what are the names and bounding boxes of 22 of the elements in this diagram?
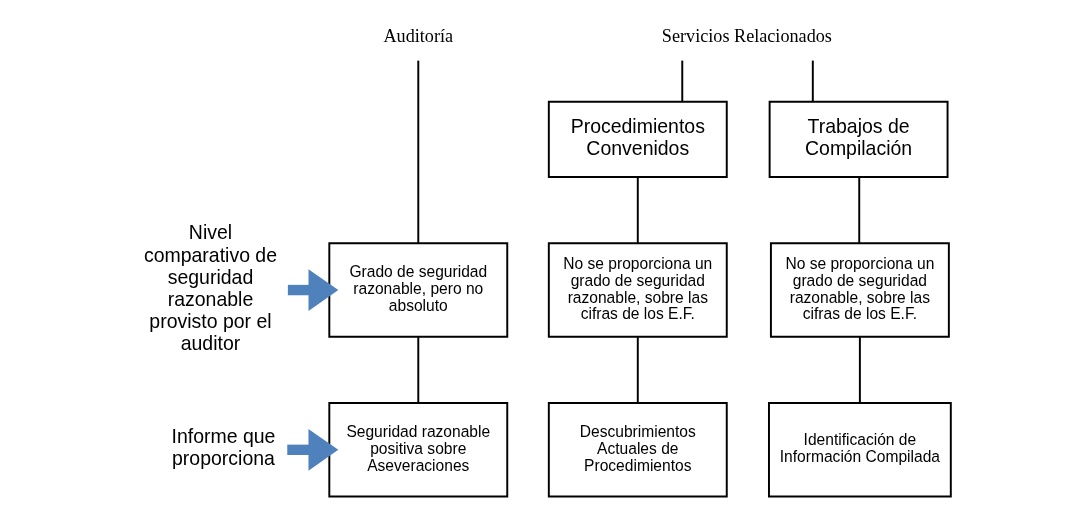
node-box: Seguridad razonable positiva sobre Aseveraciones	[327, 402, 508, 498]
node-box: Grado de seguridad razonable, pero no absoluto	[327, 242, 508, 338]
node-text: Nivel comparativo de seguridad razonable provisto por el auditor	[143, 221, 277, 354]
connector	[680, 59, 683, 103]
node-box: Descubrimientos Actuales de Procedimientos	[547, 402, 728, 498]
arrow	[286, 428, 338, 471]
arrow	[287, 269, 338, 311]
node-box: No se proporciona un grado de seguridad razonable, sobre las cifras de los E.F.	[769, 242, 950, 338]
node-box: Identificación de Información Compilada	[767, 402, 952, 498]
connector	[811, 59, 814, 103]
connector	[416, 59, 419, 244]
connector	[857, 176, 860, 244]
connector	[858, 336, 861, 404]
connector	[636, 336, 639, 404]
node-box: Procedimientos Convenidos	[547, 100, 728, 179]
node-text: Informe que proporciona	[171, 425, 275, 470]
node-text: Auditoría	[382, 25, 453, 46]
connector	[636, 176, 639, 244]
node-box: No se proporciona un grado de seguridad razonable, sobre las cifras de los E.F.	[547, 242, 728, 338]
node-text: Servicios Relacionados	[661, 25, 832, 46]
connector	[416, 336, 419, 404]
node-box: Trabajos de Compilación	[768, 100, 949, 179]
